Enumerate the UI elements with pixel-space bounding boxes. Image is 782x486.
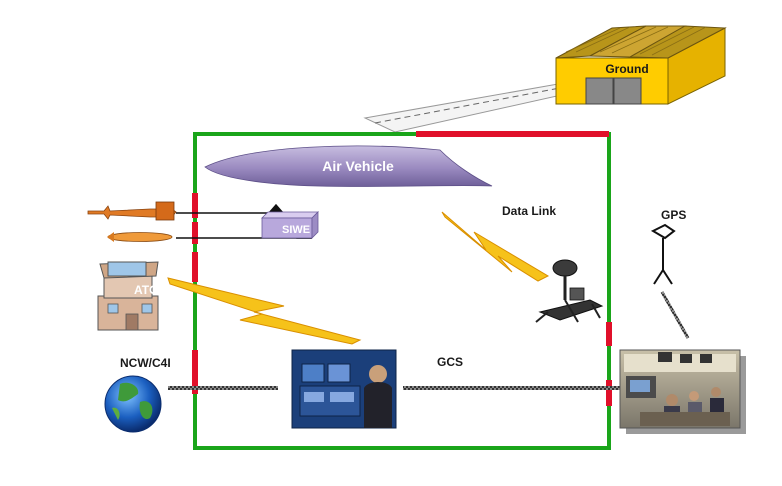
runway-icon: [363, 83, 577, 133]
lightning-icon: [441, 211, 550, 282]
gcs-label: GCS: [437, 355, 463, 369]
siwe-label: SIWE: [282, 224, 310, 236]
interface-markers: [192, 131, 612, 406]
torpedo-icon: [107, 232, 173, 242]
hangar-icon: [555, 25, 727, 105]
siwe-box-icon: [261, 211, 319, 239]
antenna-dish-icon: [535, 259, 604, 323]
air-vehicle-label: Air Vehicle: [322, 158, 394, 174]
ground-label: Ground: [605, 62, 648, 76]
globe-icon: [104, 375, 162, 433]
network-cables: [168, 386, 625, 390]
gps-receiver-icon: [650, 223, 676, 285]
gps-cable: [660, 291, 690, 339]
atc-label: ATC: [134, 283, 158, 297]
atc-tower-icon: [97, 261, 159, 331]
gps-label: GPS: [661, 208, 686, 222]
gcs-console-photo: [291, 349, 397, 429]
control-room-photo: [619, 349, 746, 434]
missile-icon: [87, 201, 177, 221]
data-link-label: Data Link: [502, 204, 556, 218]
lightning-icon: [167, 277, 362, 345]
ncw-label: NCW/C4I: [120, 356, 171, 370]
air-vehicle-icon: [204, 145, 493, 187]
